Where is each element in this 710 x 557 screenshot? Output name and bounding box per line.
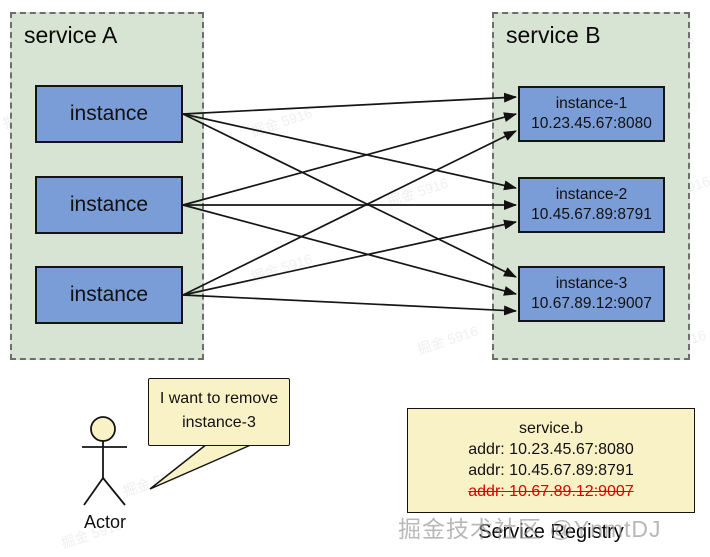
instance-name: instance-2 [555,186,628,203]
arrow-a1-b2 [182,113,517,191]
actor-label: Actor [83,512,126,532]
watermark-main: 掘金技术社区 @YnmtDJ [398,516,662,542]
service-b-instance-node: instance-3 10.67.89.12:9007 [518,266,665,322]
registry-service-name: service.b [518,420,584,437]
service-b-instance-node: instance-2 10.45.67.89:8791 [518,177,665,233]
actor-head [90,416,116,442]
actor-figure [82,416,127,506]
instance-label: instance [69,102,149,125]
watermark-scatter: 掘金 5916 [249,250,314,286]
speech-line: I want to remove [159,390,279,407]
arrow-a2-b3 [182,204,517,296]
watermark-scatter: 掘金 5916 [121,464,186,500]
service-a-instance-node: instance [35,85,183,143]
instance-name: instance-1 [555,95,628,112]
arrow-a3-b3 [182,294,517,316]
service-a-title: service A [24,22,118,48]
arrow-a1-b1 [182,92,517,115]
service-a-instance-node: instance [35,266,183,324]
registry-entry: addr: 10.45.67.89:8791 [468,462,634,479]
arrow-a3-b1 [182,130,517,296]
service-registry-label: Service Registry [478,521,624,543]
instance-address: 10.23.45.67:8080 [531,115,652,132]
watermark-scatter: 掘金 5916 [415,322,480,358]
service-a-instance-node: instance [35,176,183,234]
watermark-scatter: 掘金 5916 [249,104,314,140]
speech-line: instance-3 [182,414,256,431]
service-registry-note: service.b addr: 10.23.45.67:8080 addr: 1… [407,408,695,513]
instance-address: 10.45.67.89:8791 [531,206,652,223]
arrow-mesh [182,92,517,316]
arrow-a1-b3 [182,113,517,278]
registry-entry-removed: addr: 10.67.89.12:9007 [468,483,634,500]
arrow-a2-b1 [182,112,517,206]
speech-bubble: I want to remove instance-3 [148,378,290,446]
instance-address: 10.67.89.12:9007 [531,295,652,312]
instance-label: instance [69,193,149,216]
service-b-instance-node: instance-1 10.23.45.67:8080 [518,86,665,142]
instance-name: instance-3 [555,275,628,292]
registry-entry: addr: 10.23.45.67:8080 [468,441,634,458]
instance-label: instance [69,283,149,306]
arrow-a3-b2 [182,219,517,296]
service-b-title: service B [506,22,601,48]
actor-leg-left [83,477,104,506]
watermark-scatter: 掘金 5916 [385,174,450,210]
